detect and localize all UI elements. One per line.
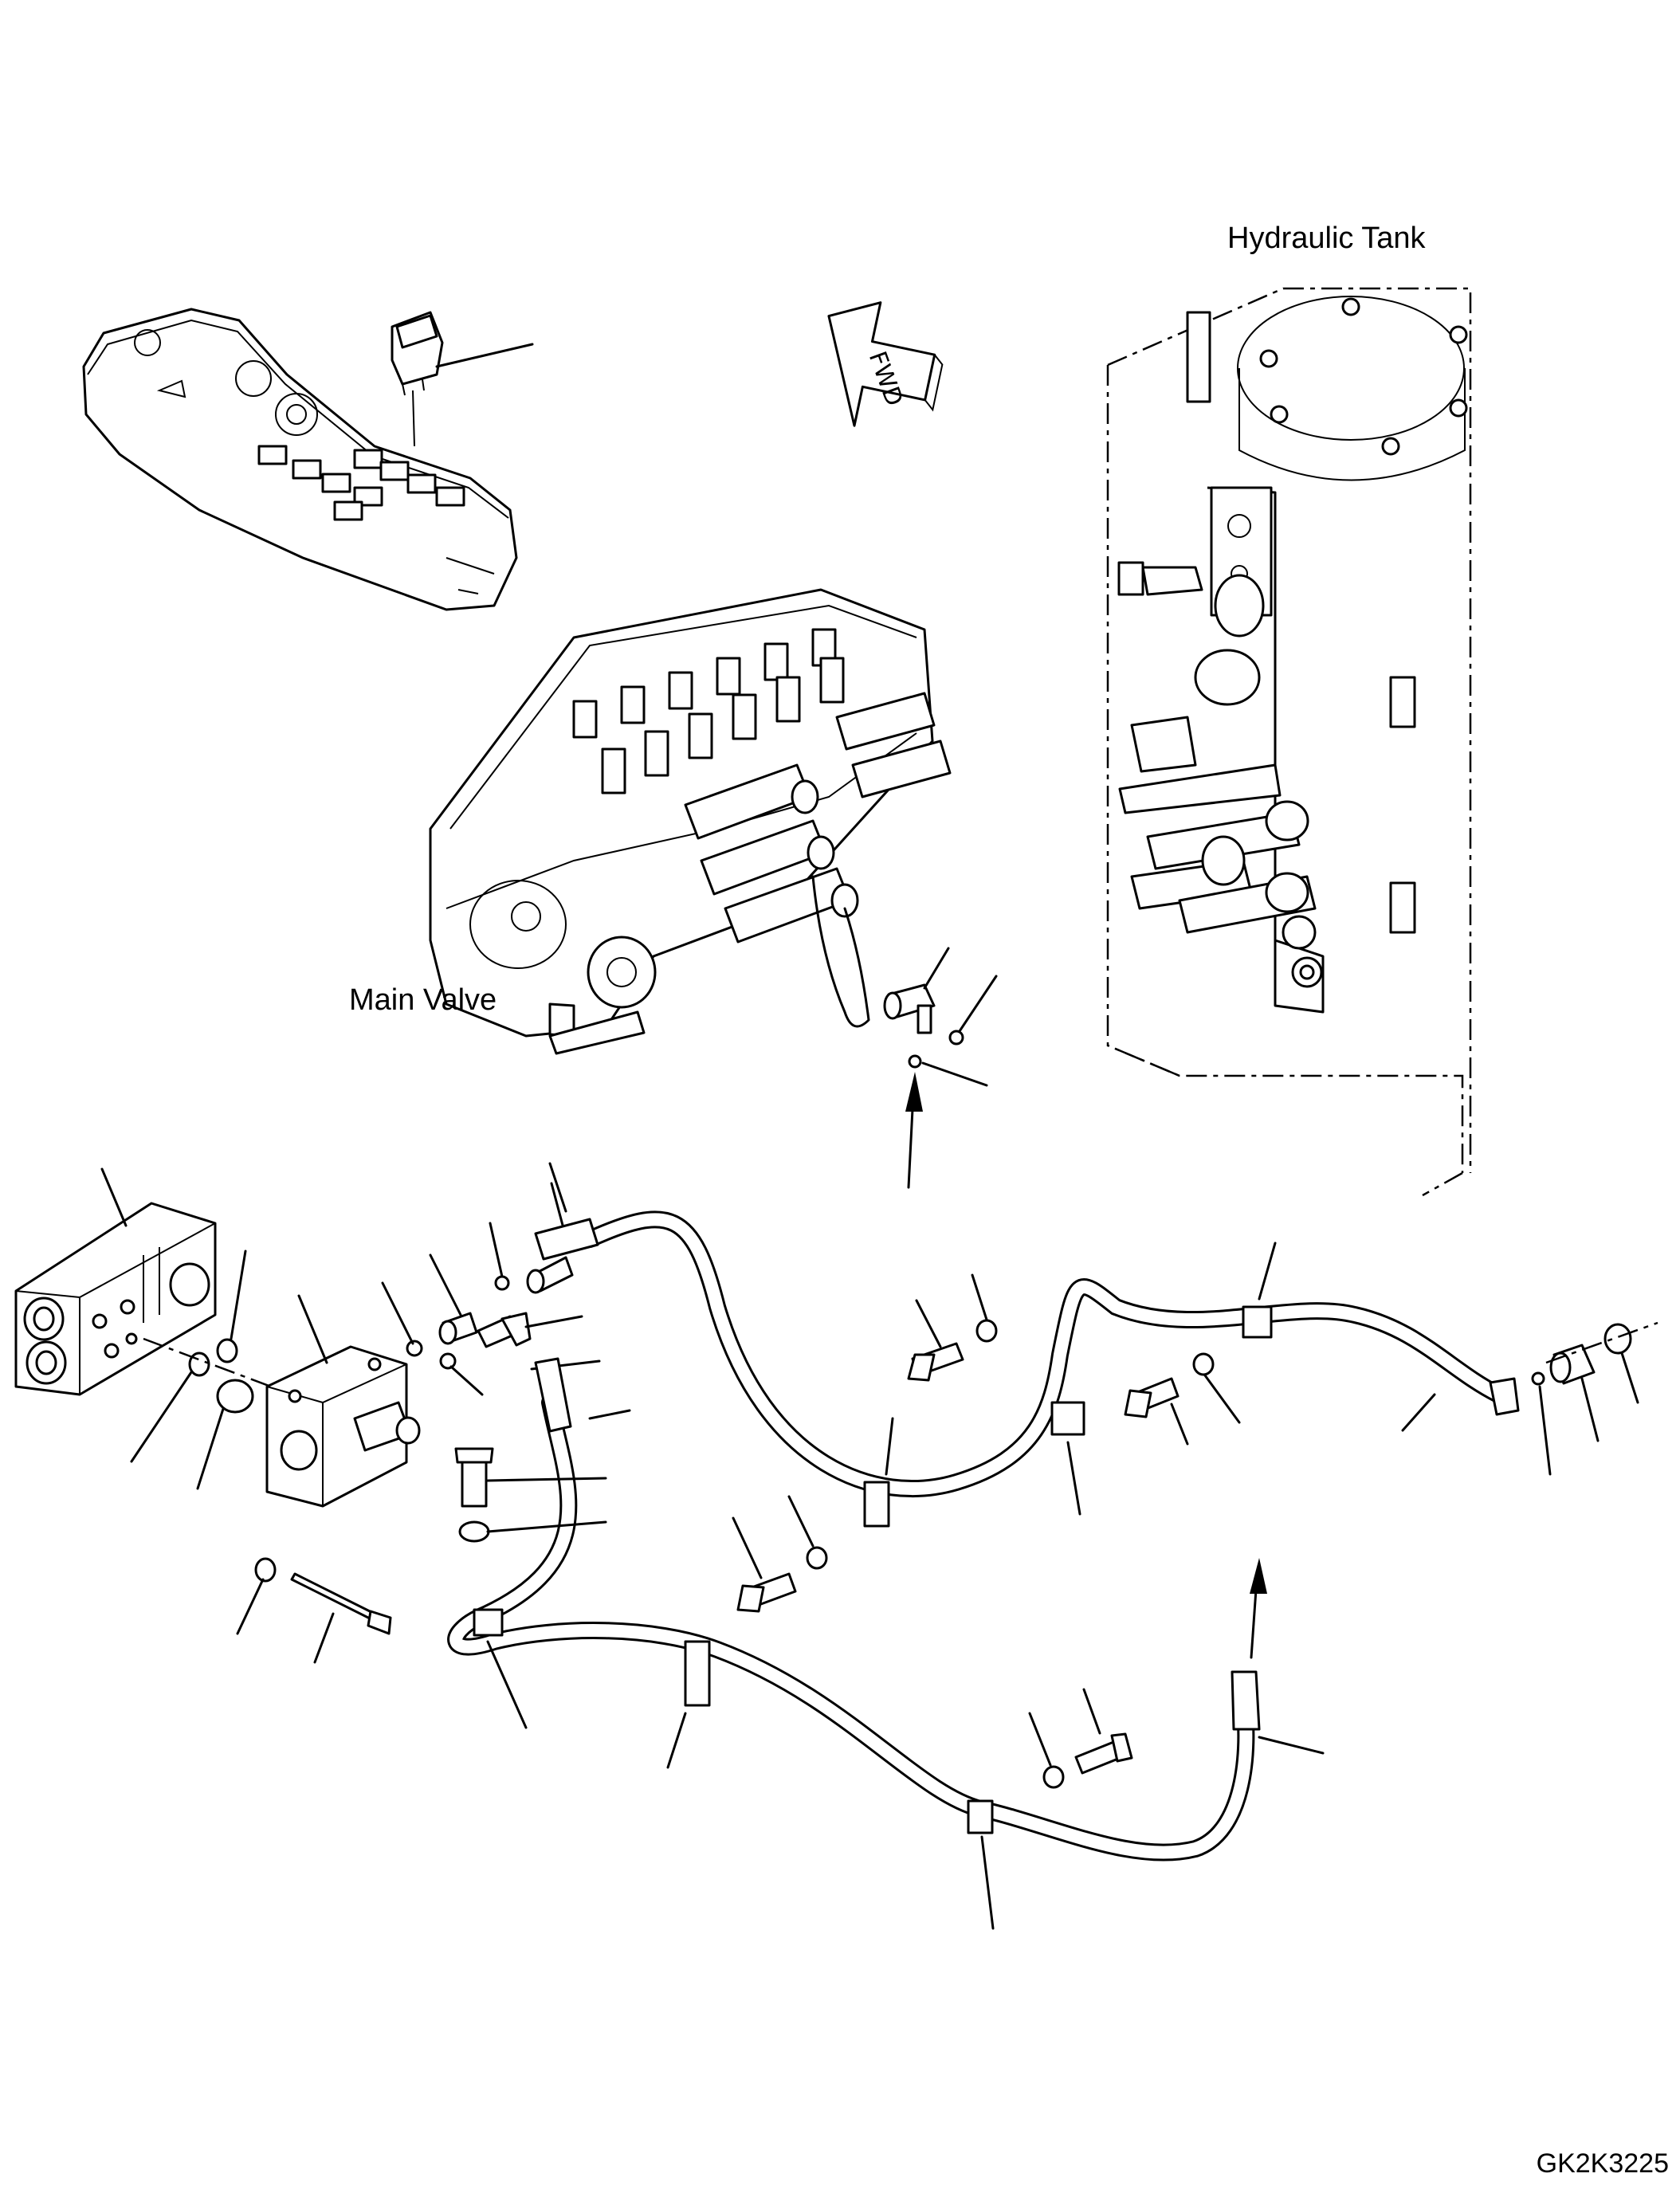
tank-return-fittings (1401, 1321, 1658, 1476)
valve-solenoids (684, 692, 952, 944)
console-switch-slots (257, 445, 465, 521)
tank-fittings (1117, 561, 1323, 988)
fwd-arrow-icon: FWD (827, 301, 944, 427)
tee-fitting (883, 947, 998, 1087)
hose-lower (447, 1357, 1325, 1862)
flow-arrow-icon (1250, 1558, 1267, 1659)
manifold-block (14, 1167, 217, 1396)
long-bolt (236, 1557, 392, 1664)
solenoid-valve-block (265, 1294, 421, 1508)
manifold-seals (130, 1250, 272, 1490)
flow-arrow-icon (905, 1072, 923, 1189)
hose-clamps (473, 1242, 1277, 1930)
hydraulic-tank-label: Hydraulic Tank (1227, 222, 1426, 255)
valve-spool-caps (572, 628, 845, 794)
main-valve (429, 588, 952, 1055)
rocker-switch (391, 311, 534, 447)
control-console (82, 308, 518, 611)
hose-upper (534, 1162, 1520, 1498)
main-valve-label: Main Valve (349, 983, 497, 1017)
clamp-bolts (454, 1273, 1241, 1789)
adapter-fittings (381, 1182, 601, 1396)
hydraulic-tank (1106, 287, 1472, 1197)
tank-lid-bolts (1259, 297, 1468, 456)
drawing-code: GK2K3225 (1536, 2148, 1669, 2179)
